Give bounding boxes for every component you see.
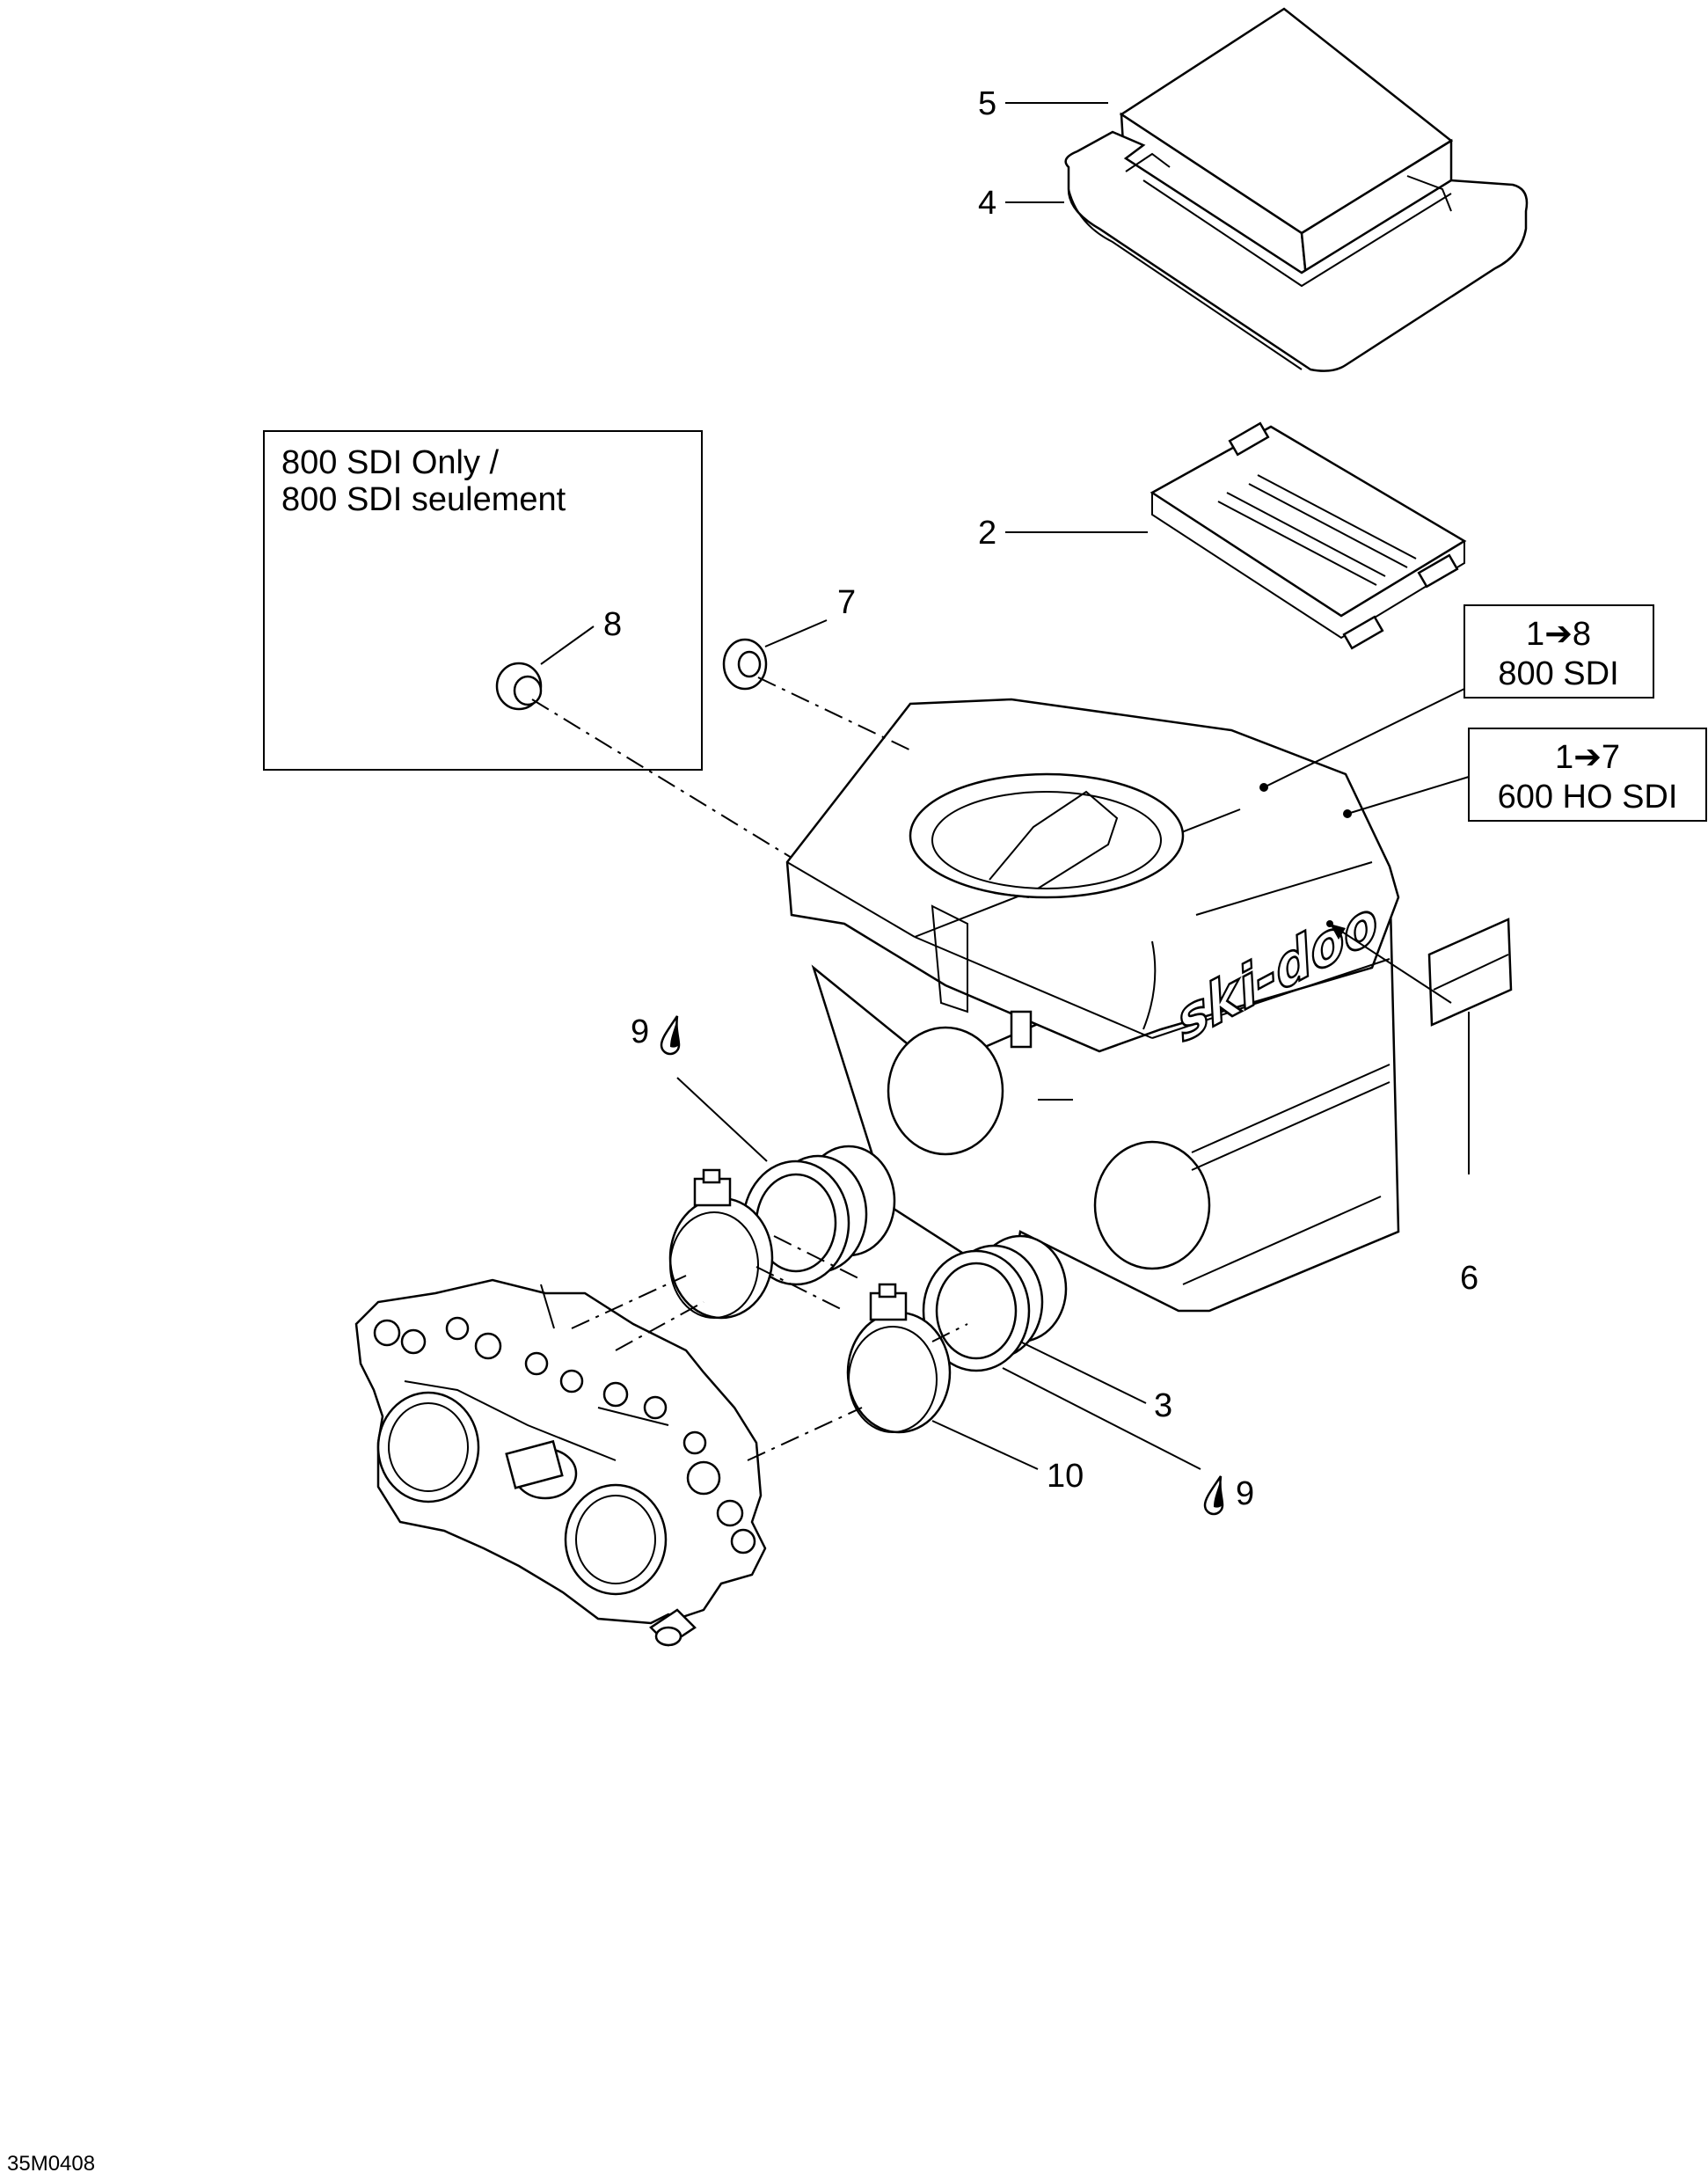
oil-drop-half bbox=[670, 1019, 679, 1048]
inset-title-line-1: 800 SDI Only / bbox=[281, 444, 500, 481]
model-range-600: 1➔7 bbox=[1555, 739, 1620, 776]
callout-7: 7 bbox=[837, 584, 856, 621]
part-5-filter-pad bbox=[1119, 7, 1454, 280]
throttle-body-assembly bbox=[354, 1278, 767, 1647]
callout-9-lower: 9 bbox=[1236, 1475, 1254, 1512]
callout-3: 3 bbox=[1154, 1387, 1172, 1424]
inset-title-line-2: 800 SDI seulement bbox=[281, 481, 566, 518]
callout-9-upper: 9 bbox=[631, 1013, 649, 1050]
inset-box-800-sdi: 800 SDI Only / 800 SDI seulement bbox=[263, 430, 703, 771]
part-4-filter-frame bbox=[1064, 130, 1529, 372]
airbox-housing: ski-doo bbox=[785, 698, 1400, 1313]
part-10-clamp-upper bbox=[668, 1168, 774, 1320]
callout-2: 2 bbox=[978, 515, 996, 552]
callouts: 5 4 2 7 8 9 3 10 9 6 bbox=[603, 85, 1478, 1512]
drawing-code: 35M0408 bbox=[7, 2152, 95, 2176]
model-box-800-sdi: 1➔8 800 SDI bbox=[1463, 604, 1654, 699]
oil-drop-half bbox=[1214, 1479, 1223, 1508]
part-7-grommet bbox=[722, 638, 768, 691]
part-6-decal bbox=[1427, 918, 1513, 1027]
callout-6: 6 bbox=[1460, 1260, 1478, 1297]
leader-lines bbox=[540, 102, 1470, 1470]
part-2-cover-plate bbox=[1150, 421, 1467, 650]
part-8-grommet bbox=[495, 662, 543, 711]
assembly-lines bbox=[531, 677, 968, 1461]
model-box-600-ho-sdi: 1➔7 600 HO SDI bbox=[1468, 728, 1707, 822]
part-9-adaptor-lower bbox=[922, 1234, 1068, 1372]
model-name-600: 600 HO SDI bbox=[1498, 779, 1678, 816]
callout-8: 8 bbox=[603, 606, 622, 643]
model-name-800: 800 SDI bbox=[1498, 655, 1618, 692]
callout-4: 4 bbox=[978, 185, 996, 222]
part-10-clamp-lower bbox=[846, 1283, 952, 1434]
model-range-800: 1➔8 bbox=[1526, 616, 1591, 653]
callout-10: 10 bbox=[1047, 1458, 1084, 1495]
callout-5: 5 bbox=[978, 85, 996, 122]
part-9-adaptor-upper bbox=[741, 1145, 896, 1286]
